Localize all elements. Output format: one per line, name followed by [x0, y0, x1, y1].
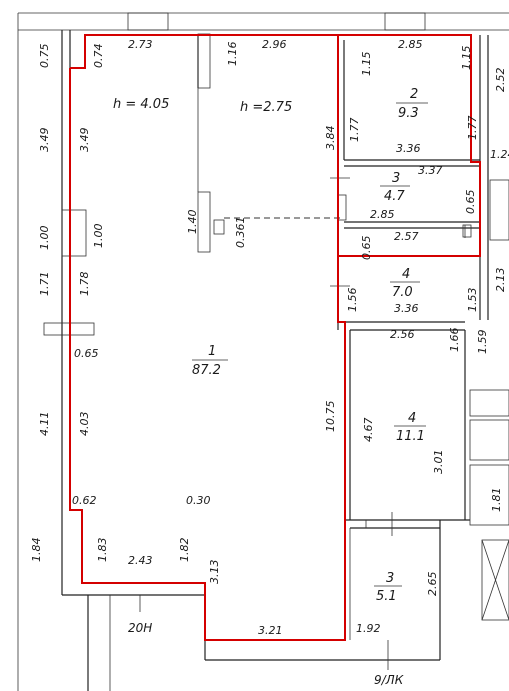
horizontal-dimensions: 2.73 2.96 2.85 3.36 1.24 3.37 2.85 2.57 …	[72, 38, 509, 637]
dimension-label: 1.92	[356, 622, 381, 635]
dimension-label: 2.56	[390, 328, 415, 341]
dimension-label: 1.82	[178, 538, 191, 563]
room-2-label: 2 9.3	[396, 87, 428, 121]
dimension-label: 1.53	[466, 288, 479, 313]
dimension-label: 4.03	[78, 412, 91, 437]
dimension-label: 3.49	[38, 128, 51, 153]
dimension-label: 1.77	[348, 118, 361, 143]
room-3a-label: 3 4.7	[380, 171, 410, 204]
dimension-label: 1.56	[346, 288, 359, 313]
axis-9: 9/ЛК	[374, 640, 404, 687]
dimension-label: 3.36	[394, 302, 419, 315]
top-wall-band	[17, 12, 509, 691]
dimension-label: 1.66	[448, 328, 461, 353]
dimension-label: 2.43	[128, 554, 153, 567]
dimension-label: 3.49	[78, 128, 91, 153]
dimension-label: 4.11	[38, 412, 51, 437]
dimension-label: 87.2	[192, 363, 221, 378]
dimension-label: 1.84	[30, 538, 43, 563]
dimension-label: 2.52	[494, 68, 507, 93]
dimension-label: 1.83	[96, 538, 109, 563]
axis-20: 20Н	[128, 595, 152, 635]
dimension-label: 4	[408, 411, 416, 426]
dimension-label: 2.85	[370, 208, 395, 221]
dimension-label: 0.65	[464, 190, 477, 215]
partitions	[197, 33, 509, 640]
dimension-label: 5.1	[376, 589, 397, 604]
dimension-label: 9.3	[398, 106, 419, 121]
dimension-label: 0.65	[74, 347, 99, 360]
dimension-label: 3.84	[324, 126, 337, 151]
dimension-label: 0.75	[38, 44, 51, 69]
axis-20-label: 20Н	[128, 621, 152, 635]
dimension-label: 3.21	[258, 624, 283, 637]
dimension-label: 1.71	[38, 272, 51, 297]
dimension-label: 3.36	[396, 142, 421, 155]
dimension-label: 3	[386, 571, 394, 586]
dimension-label: 1.81	[490, 488, 503, 513]
vertical-dimensions: 0.75 0.74 1.16 1.15 1.15 2.52 3.49 3.49 …	[30, 42, 507, 597]
room-4b-label: 4 11.1	[394, 411, 426, 444]
dimension-label: 2.13	[494, 268, 507, 293]
dimension-label: 1.15	[360, 52, 373, 77]
dimension-label: 3.01	[432, 450, 445, 475]
dimension-label: 1.24	[490, 148, 509, 161]
dimension-label: 1.59	[476, 330, 489, 355]
unit-outline-rooms	[338, 34, 481, 257]
dimension-label: 2.65	[426, 572, 439, 597]
dimension-label: 1.78	[78, 272, 91, 297]
dimension-label: 2.73	[128, 38, 153, 51]
dimension-label: 1.15	[460, 46, 473, 71]
ceiling-height-main: h = 4.05	[113, 97, 169, 112]
dimension-label: 7.0	[392, 285, 413, 300]
dimension-label: 2.57	[394, 230, 419, 243]
unit-outline	[69, 34, 346, 641]
dimension-label: 0.30	[186, 494, 211, 507]
room-1-label: 1 87.2	[192, 344, 228, 378]
dimension-label: 4	[402, 267, 410, 282]
dimension-label: 0.74	[92, 44, 105, 69]
dimension-label: 0.65	[360, 236, 373, 261]
axis-9-label: 9/ЛК	[374, 673, 404, 687]
dimension-label: 1.00	[92, 224, 105, 249]
dimension-label: 3.37	[418, 164, 443, 177]
dimension-label: 4.7	[384, 189, 405, 204]
dimension-label: 3	[392, 171, 400, 186]
dimension-label: 1	[208, 344, 216, 359]
dimension-label: 1.77	[466, 116, 479, 141]
dimension-label: 1.16	[226, 42, 239, 67]
dimension-label: 2	[410, 87, 418, 102]
dimension-label: 0.361	[234, 217, 247, 249]
dimension-label: 4.67	[362, 418, 375, 443]
ceiling-height-second: h =2.75	[240, 100, 292, 115]
dimension-label: 2.85	[398, 38, 423, 51]
dimension-label: 1.40	[186, 210, 199, 235]
dimension-label: 11.1	[396, 429, 425, 444]
dimension-label: 3.13	[208, 560, 221, 585]
dimension-label: 10.75	[324, 401, 337, 433]
dimension-label: 1.00	[38, 226, 51, 251]
dimension-label: 0.62	[72, 494, 97, 507]
room-4a-label: 4 7.0	[390, 267, 420, 300]
dimension-label: 2.96	[262, 38, 287, 51]
room-3b-label: 3 5.1	[374, 571, 402, 604]
